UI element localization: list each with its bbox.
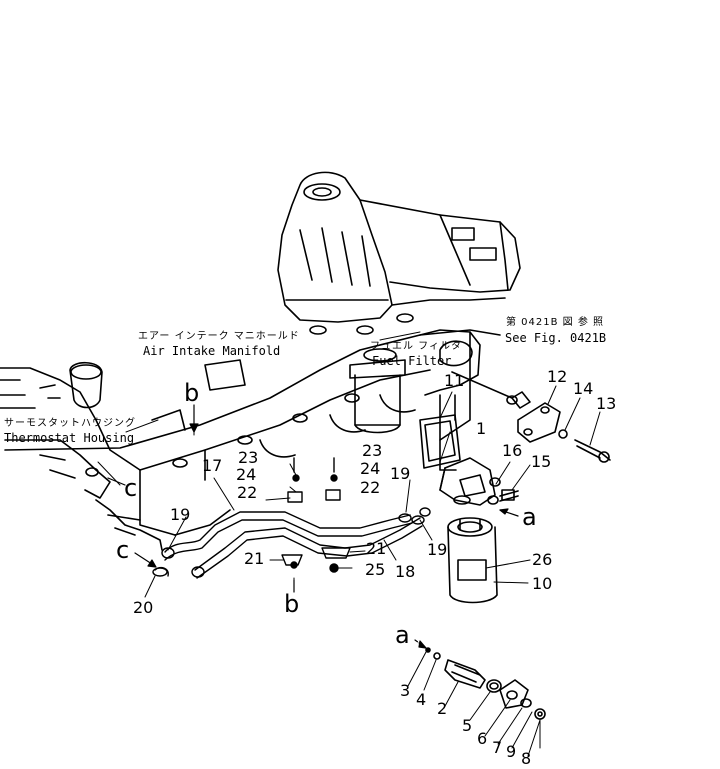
reference-letter-b: b xyxy=(284,590,300,618)
part-number-26: 26 xyxy=(532,550,553,569)
part-number-18: 18 xyxy=(395,562,416,581)
part-number-8: 8 xyxy=(521,749,532,768)
part-number-1: 1 xyxy=(476,419,487,438)
part-number-23: 23 xyxy=(362,441,383,460)
part-number-7: 7 xyxy=(492,738,503,757)
part-number-22: 22 xyxy=(237,483,258,502)
reference-arrows xyxy=(107,404,519,649)
part-number-10: 10 xyxy=(532,574,553,593)
part-number-21: 21 xyxy=(244,549,265,568)
see-figure-label: See Fig. 0421B xyxy=(505,331,607,345)
part-number-5: 5 xyxy=(462,716,473,735)
part-number-6: 6 xyxy=(477,729,488,748)
part-number-14: 14 xyxy=(573,379,594,398)
reference-letter-c: c xyxy=(124,474,138,502)
cylinder-block-drawing xyxy=(4,329,501,536)
part-number-24: 24 xyxy=(360,459,381,478)
relief-valve-drawing xyxy=(425,647,546,720)
part-number-19: 19 xyxy=(427,540,448,559)
reference-letter-b: b xyxy=(184,379,200,407)
part-number-11: 11 xyxy=(444,371,465,390)
part-number-19: 19 xyxy=(170,505,191,524)
part-number-16: 16 xyxy=(502,441,523,460)
part-number-13: 13 xyxy=(596,394,617,413)
fuel-filter-label-jp: フュエル フィルタ xyxy=(370,341,462,352)
adapter-plate-drawing xyxy=(451,371,611,463)
filter-head-drawing xyxy=(439,457,519,506)
part-number-24: 24 xyxy=(236,465,257,484)
oil-filter-drawing xyxy=(447,517,498,604)
oil-tube-drawing xyxy=(152,457,431,579)
air-intake-manifold-label: Air Intake Manifold xyxy=(143,344,281,358)
air-intake-manifold-label-jp: エアー インテーク マニホールド xyxy=(138,331,300,342)
part-number-2: 2 xyxy=(437,699,448,718)
part-number-25: 25 xyxy=(365,560,386,579)
part-number-12: 12 xyxy=(547,367,568,386)
thermostat-housing-label: Thermostat Housing xyxy=(4,431,135,445)
reference-letter-c: c xyxy=(116,536,130,564)
air-intake-manifold-drawing xyxy=(277,171,521,335)
part-number-9: 9 xyxy=(506,742,517,761)
see-figure-label-jp: 第 0421B 図 参 照 xyxy=(506,317,605,328)
part-number-17: 17 xyxy=(202,456,223,475)
part-number-20: 20 xyxy=(133,598,154,617)
part-number-22: 22 xyxy=(360,478,381,497)
part-number-19: 19 xyxy=(390,464,411,483)
part-number-21: 21 xyxy=(366,539,387,558)
thermostat-housing-label-jp: サーモスタットハウジング xyxy=(4,418,136,429)
fuel-filter-label: Fuel Filter xyxy=(372,354,452,368)
part-number-4: 4 xyxy=(416,690,427,709)
reference-letter-a: a xyxy=(395,621,410,649)
thermostat-housing-drawing xyxy=(0,361,163,551)
reference-letter-a: a xyxy=(522,503,537,531)
part-number-23: 23 xyxy=(238,448,259,467)
part-number-3: 3 xyxy=(400,681,411,700)
leader-lines xyxy=(97,331,601,757)
part-number-15: 15 xyxy=(531,452,552,471)
